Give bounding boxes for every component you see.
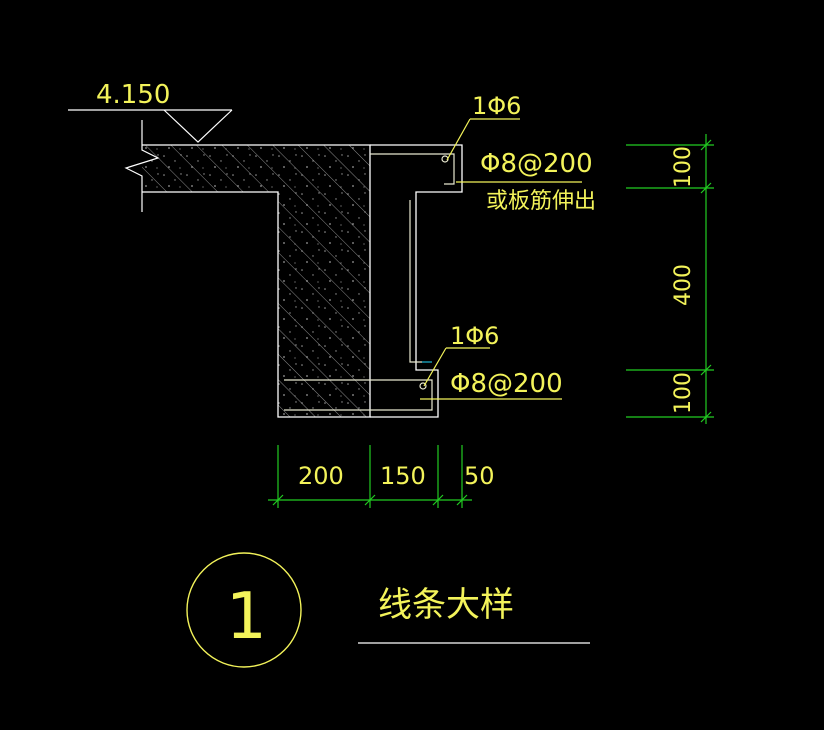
elevation-label: 4.150 <box>96 80 170 110</box>
top-bar-note: 或板筋伸出 <box>486 189 596 214</box>
top-rebar <box>370 153 455 185</box>
bottom-leader <box>420 347 562 400</box>
detail-number: 1 <box>226 580 267 654</box>
detail-title: 线条大样 <box>378 585 514 625</box>
bottom-stirrup-dot <box>419 382 427 390</box>
top-leader <box>446 118 582 183</box>
dim-width-150: 150 <box>380 462 426 490</box>
dim-width-200: 200 <box>298 462 344 490</box>
bottom-rebar <box>284 379 433 411</box>
elevation-marker <box>68 109 233 143</box>
top-bar-label: Φ8@200 <box>480 149 593 179</box>
rebar <box>284 153 455 411</box>
break-line <box>124 120 160 212</box>
detail-number-circle <box>186 552 302 668</box>
bottom-stirrup-label: 1Φ6 <box>450 322 499 350</box>
horizontal-dimension-lines <box>268 445 472 508</box>
dim-width-50: 50 <box>464 462 495 490</box>
dim-height-100-bottom: 100 <box>671 372 696 414</box>
top-stirrup-label: 1Φ6 <box>472 92 521 120</box>
bottom-bar-label: Φ8@200 <box>450 369 563 399</box>
inner-rebar <box>409 200 422 363</box>
vertical-dimension-lines <box>626 134 714 424</box>
dim-height-400: 400 <box>671 264 696 306</box>
concrete-section <box>142 144 371 418</box>
line-profile-outline <box>370 144 463 418</box>
dim-height-100-top: 100 <box>671 146 696 188</box>
